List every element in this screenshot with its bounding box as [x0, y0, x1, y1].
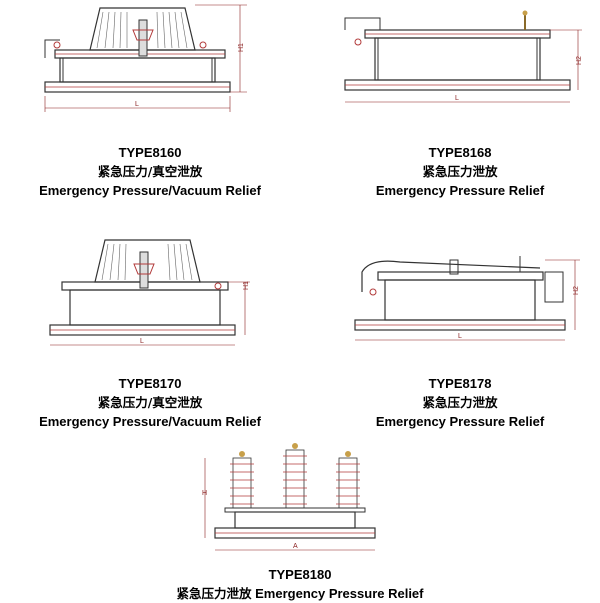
type8160-caption: TYPE8160 紧急压力/真空泄放 Emergency Pressure/Va… — [10, 143, 290, 200]
type8178-caption: TYPE8178 紧急压力泄放 Emergency Pressure Relie… — [320, 374, 600, 431]
type8160-type-label: TYPE8160 — [118, 145, 182, 160]
type8178-chinese-label: 紧急压力泄放 — [422, 395, 498, 410]
type8178-drawing: L H2 — [354, 256, 580, 341]
type8180-caption: TYPE8180 紧急压力泄放 Emergency Pressure Relie… — [120, 565, 480, 603]
type8170-dim-l: L — [140, 338, 144, 345]
type8168-english-label: Emergency Pressure Relief — [375, 183, 545, 198]
type8170-drawing: L H1 — [49, 239, 250, 346]
type8180-chinese-label: 紧急压力泄放 — [176, 586, 252, 601]
type8160-drawing: L H1 — [44, 4, 247, 112]
type8168-drawing: L H2 — [344, 10, 583, 103]
type8178-dim-h: H2 — [573, 286, 580, 295]
type8180-label-line: 紧急压力泄放 Emergency Pressure Relief — [120, 584, 480, 603]
type8160-chinese-label: 紧急压力/真空泄放 — [97, 164, 203, 179]
type8178-type-label: TYPE8178 — [428, 376, 492, 391]
type8160-dim-h: H1 — [238, 43, 245, 52]
type8180-drawing: A H — [202, 443, 376, 551]
type8168-chinese-label: 紧急压力泄放 — [422, 164, 498, 179]
type8170-type-label: TYPE8170 — [118, 376, 182, 391]
type8170-english-label: Emergency Pressure/Vacuum Relief — [39, 414, 261, 429]
type8178-english-label: Emergency Pressure Relief — [375, 414, 545, 429]
type8170-chinese-label: 紧急压力/真空泄放 — [97, 395, 203, 410]
type8160-english-label: Emergency Pressure/Vacuum Relief — [39, 183, 261, 198]
type8170-dim-h: H1 — [243, 281, 250, 290]
type8180-english-label: Emergency Pressure Relief — [255, 586, 424, 601]
type8168-type-label: TYPE8168 — [428, 145, 492, 160]
type8178-dim-l: L — [458, 333, 462, 340]
type8168-dim-l: L — [455, 95, 459, 102]
type8170-caption: TYPE8170 紧急压力/真空泄放 Emergency Pressure/Va… — [10, 374, 290, 431]
type8180-dim-a: A — [293, 543, 298, 550]
type8180-dim-h: H — [202, 490, 207, 497]
type8180-type-label: TYPE8180 — [268, 567, 332, 582]
type8168-dim-h: H2 — [576, 56, 583, 65]
type8160-dim-l: L — [135, 101, 139, 108]
type8168-caption: TYPE8168 紧急压力泄放 Emergency Pressure Relie… — [320, 143, 600, 200]
